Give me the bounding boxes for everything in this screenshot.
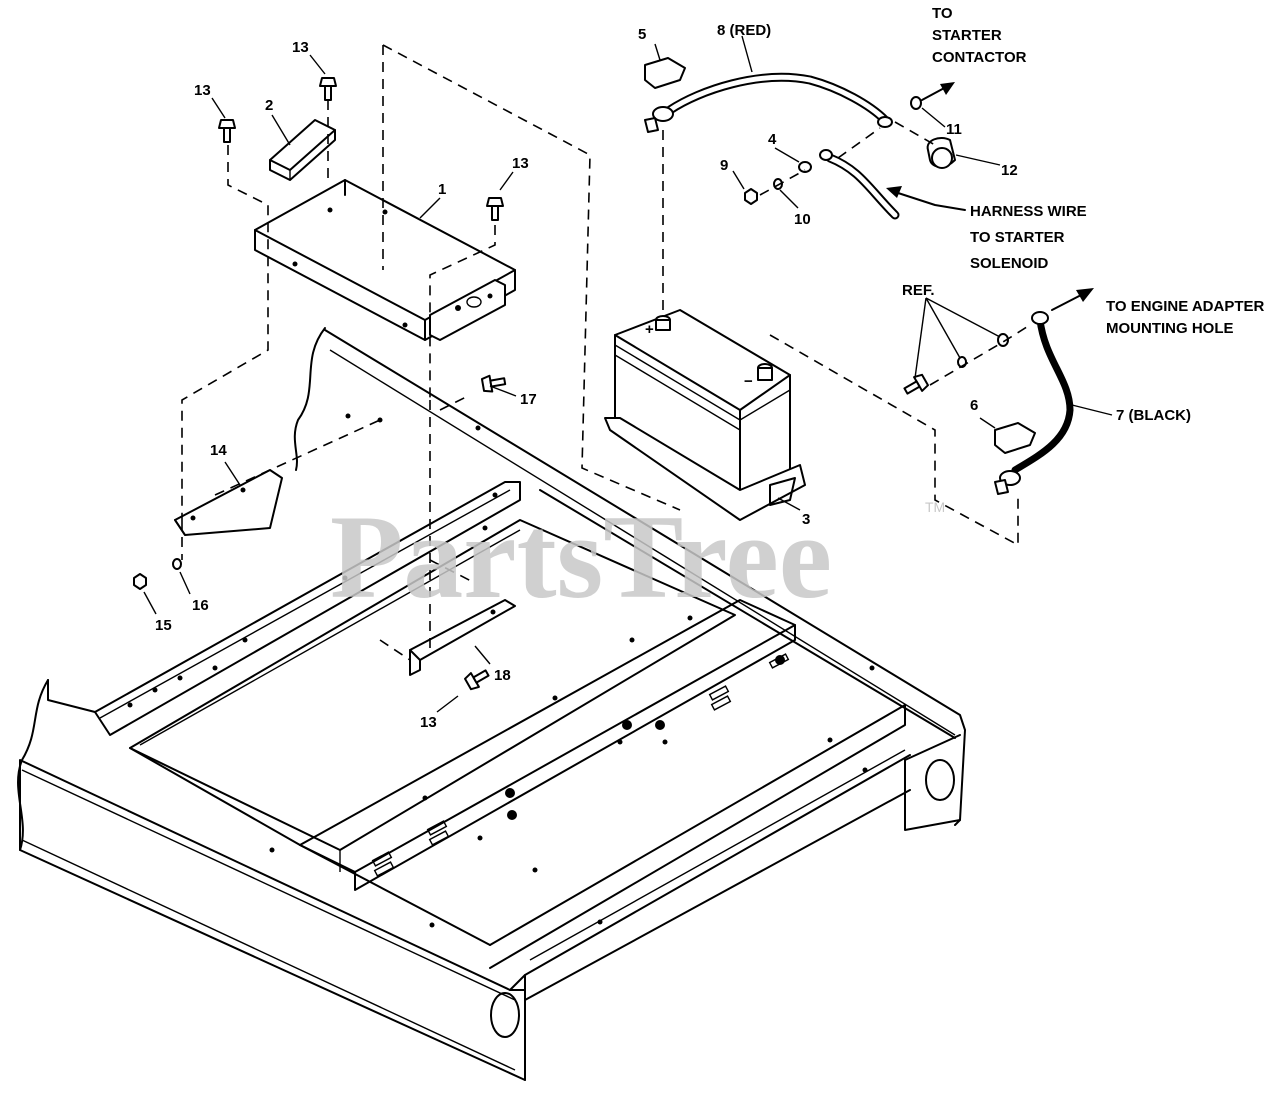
arrow-icon-engine bbox=[1051, 288, 1094, 311]
callout-7: 7 (BLACK) bbox=[1116, 407, 1191, 424]
note-engine-line-1: TO ENGINE ADAPTER bbox=[1106, 298, 1265, 315]
callout-numbers: 1 2 3 4 5 6 7 (BLACK) 8 (RED) 9 10 11 12… bbox=[155, 22, 1191, 731]
nut-icon-15 bbox=[133, 573, 147, 590]
note-starter-contactor: TO STARTER CONTACTOR bbox=[932, 5, 1027, 66]
note-engine-adapter: TO ENGINE ADAPTER MOUNTING HOLE bbox=[1106, 298, 1265, 337]
callout-11: 11 bbox=[946, 121, 962, 138]
callout-1: 1 bbox=[438, 181, 446, 198]
callout-12: 12 bbox=[1001, 162, 1018, 179]
callout-10: 10 bbox=[794, 211, 811, 228]
callout-13-b: 13 bbox=[292, 39, 309, 56]
bolt-icon-17 bbox=[480, 374, 507, 393]
bolt-icon-13d bbox=[464, 669, 490, 691]
callout-13-d: 13 bbox=[420, 714, 437, 731]
callout-16: 16 bbox=[192, 597, 209, 614]
battery-minus-symbol: − bbox=[744, 373, 753, 390]
arrow-icon-harness bbox=[886, 186, 966, 211]
red-cable-8 bbox=[644, 72, 893, 133]
arrows bbox=[886, 82, 1094, 311]
note-harness-wire: HARNESS WIRE TO STARTER SOLENOID bbox=[970, 203, 1087, 272]
frame-slots bbox=[371, 653, 790, 877]
bolt-icon-13a bbox=[218, 119, 236, 143]
note-harness-line-2: TO STARTER bbox=[970, 229, 1065, 246]
callout-5: 5 bbox=[638, 26, 646, 43]
callout-9: 9 bbox=[720, 157, 728, 174]
washer-icon-ref bbox=[997, 333, 1009, 347]
note-starter-line-3: CONTACTOR bbox=[932, 49, 1027, 66]
callout-8: 8 (RED) bbox=[717, 22, 771, 39]
watermark-trademark: TM bbox=[925, 499, 945, 515]
callout-17: 17 bbox=[520, 391, 537, 408]
bolt-icon-13b bbox=[319, 77, 337, 101]
bolt-icon-ref bbox=[903, 373, 929, 395]
callout-4: 4 bbox=[768, 131, 777, 148]
callout-ref: REF. bbox=[902, 282, 935, 299]
note-harness-line-1: HARNESS WIRE bbox=[970, 203, 1087, 220]
watermark-text: PartsTree bbox=[330, 490, 832, 623]
terminal-cover-6 bbox=[994, 422, 1036, 454]
note-starter-line-1: TO bbox=[932, 5, 953, 22]
hardware-small bbox=[744, 96, 1009, 395]
note-starter-line-2: STARTER bbox=[932, 27, 1002, 44]
black-cable-7 bbox=[994, 311, 1074, 495]
callout-2: 2 bbox=[265, 97, 273, 114]
washer-icon-4 bbox=[798, 161, 812, 173]
battery-positive-terminal bbox=[655, 315, 671, 331]
washer-icon-16 bbox=[172, 558, 182, 570]
callout-6: 6 bbox=[970, 397, 978, 414]
bolt-group bbox=[133, 77, 507, 691]
battery-negative-terminal bbox=[757, 363, 773, 381]
terminal-cover-5 bbox=[644, 57, 686, 89]
bracket-14 bbox=[174, 469, 283, 536]
note-engine-line-2: MOUNTING HOLE bbox=[1106, 320, 1234, 337]
battery-tray bbox=[254, 179, 516, 341]
battery: + − bbox=[604, 309, 806, 521]
callout-15: 15 bbox=[155, 617, 172, 634]
frame-assembly bbox=[17, 327, 966, 1081]
callout-3: 3 bbox=[802, 511, 810, 528]
bracket-2 bbox=[269, 119, 336, 181]
leader-lines bbox=[143, 35, 1113, 713]
callout-14: 14 bbox=[210, 442, 227, 459]
bolt-icon-13c bbox=[486, 197, 504, 221]
note-harness-line-3: SOLENOID bbox=[970, 255, 1049, 272]
frame-holes bbox=[127, 413, 875, 928]
assembly-lines bbox=[181, 44, 1031, 661]
callout-13-a: 13 bbox=[194, 82, 211, 99]
battery-plus-symbol: + bbox=[645, 321, 654, 338]
harness-wire bbox=[819, 149, 900, 220]
nut-icon-9 bbox=[744, 188, 758, 205]
callout-18: 18 bbox=[494, 667, 511, 684]
lockwasher-icon-11 bbox=[910, 96, 922, 110]
callout-13-c: 13 bbox=[512, 155, 529, 172]
arrow-icon-starter bbox=[921, 82, 955, 101]
bracket-18 bbox=[409, 599, 516, 676]
